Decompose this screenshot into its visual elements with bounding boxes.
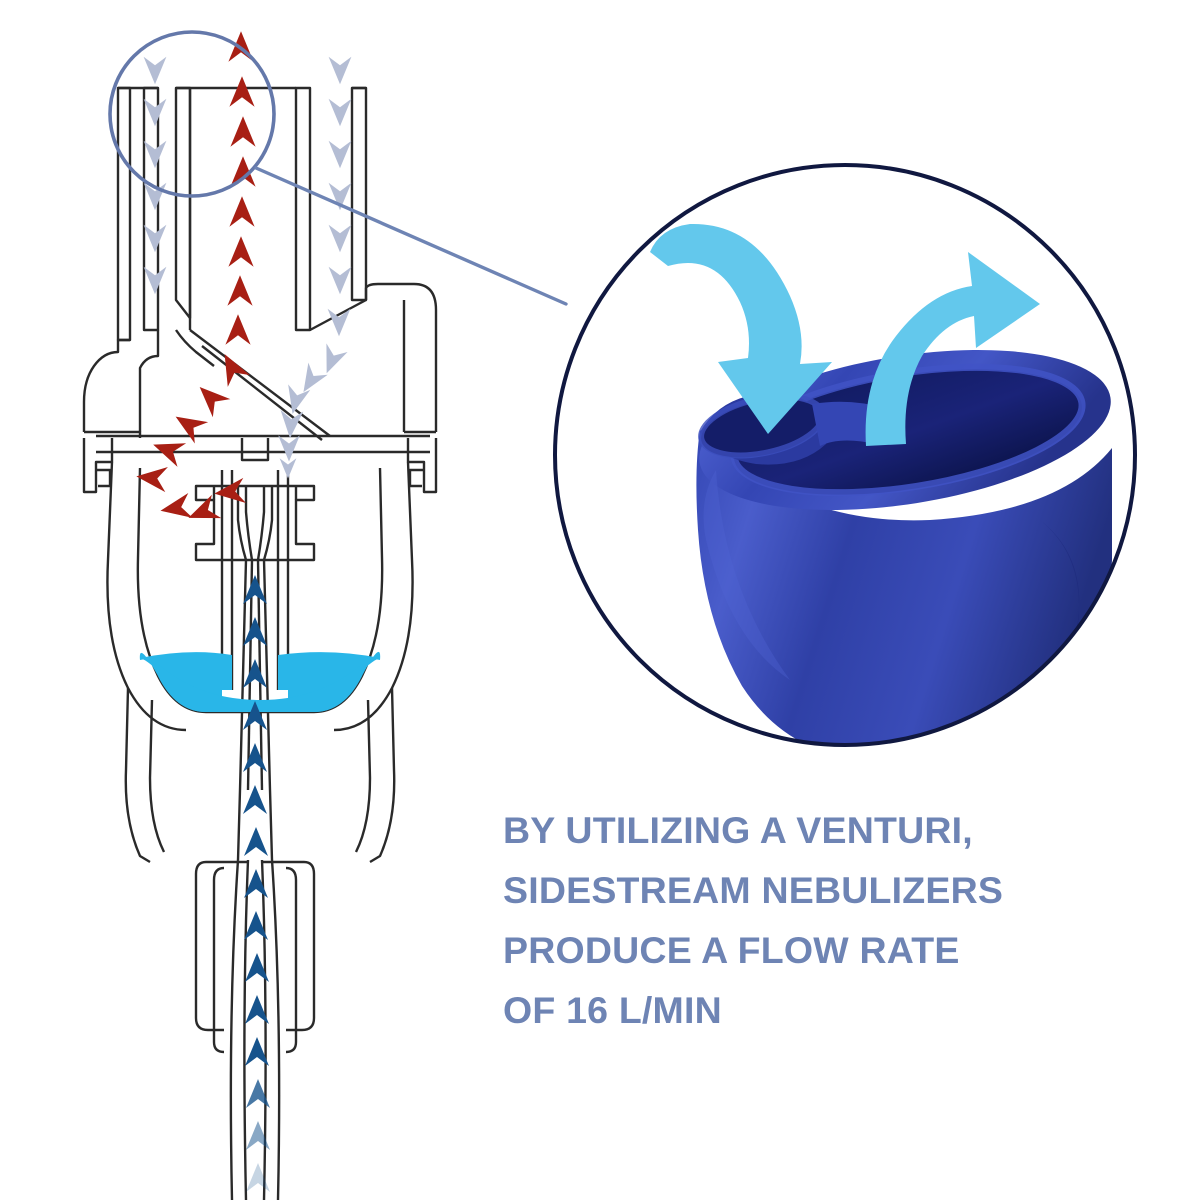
caption-line-1: BY UTILIZING A VENTURI,	[503, 809, 973, 851]
collar-left-detail	[82, 438, 114, 494]
cup-wall-right	[333, 461, 414, 732]
connector-barrel-left	[194, 860, 224, 1032]
collar-right-detail-2	[408, 468, 424, 488]
baffle-diagonal	[189, 329, 331, 437]
skirt-leg-left	[124, 687, 151, 864]
tubing-left-outer	[229, 859, 240, 1200]
connector-inner-left	[212, 866, 225, 1054]
cup-wall-left	[106, 461, 187, 732]
tubing-left-inner	[243, 859, 250, 1200]
stem-outer-right-wall	[350, 86, 368, 302]
caption-block: BY UTILIZING A VENTURI, SIDESTREAM NEBUL…	[503, 800, 1103, 1040]
jet-tube-left	[236, 559, 248, 861]
skirt-leg-right-2	[354, 699, 372, 853]
aerosol-out-arrow	[865, 252, 1040, 446]
entrained-air-flow	[143, 56, 352, 479]
stem-inner-cone-left	[174, 86, 192, 320]
magnified-inset-circle	[553, 163, 1137, 747]
baffle-left-cone	[175, 329, 215, 367]
magnifier-leader-line	[254, 166, 568, 306]
collar-left-detail-2	[96, 468, 112, 488]
housing-right-outer	[364, 282, 438, 432]
nozzle-bore-left	[244, 486, 254, 561]
nozzle-top-post	[240, 438, 270, 462]
nozzle-bore-right	[256, 486, 266, 561]
skirt-leg-left-2	[148, 699, 166, 853]
caption-line-4: OF 16 L/MIN	[503, 989, 722, 1031]
stem-inner-right-wall	[294, 86, 312, 332]
nozzle-neck-left	[236, 486, 248, 561]
skirt-leg-right	[369, 687, 396, 864]
air-in-arrow	[650, 223, 832, 434]
magnifier-source-circle	[108, 30, 276, 198]
tubing-right-outer	[270, 859, 281, 1200]
nozzle-neck-right	[262, 486, 274, 561]
baffle-diagonal-2	[201, 345, 323, 441]
tubing-right-inner	[260, 859, 267, 1200]
housing-left-outer	[82, 338, 130, 432]
caption-line-2: SIDESTREAM NEBULIZERS	[503, 869, 1004, 911]
housing-left-inner	[138, 330, 160, 432]
stem-inner-left-wall	[142, 86, 160, 332]
body-shoulder-right	[309, 298, 367, 332]
nebulizer-cross-section	[82, 86, 438, 1200]
medication-liquid	[139, 651, 381, 712]
caption-line-3: PRODUCE A FLOW RATE	[503, 929, 960, 971]
connector-inner-right	[285, 866, 298, 1054]
stem-outer-left-wall	[116, 86, 132, 342]
connector-barrel-right	[286, 860, 316, 1032]
inset-flow-arrows	[650, 223, 1040, 446]
magnified-inset	[553, 163, 1137, 747]
collar-right-detail	[406, 438, 438, 494]
jet-tube-right	[262, 559, 274, 861]
